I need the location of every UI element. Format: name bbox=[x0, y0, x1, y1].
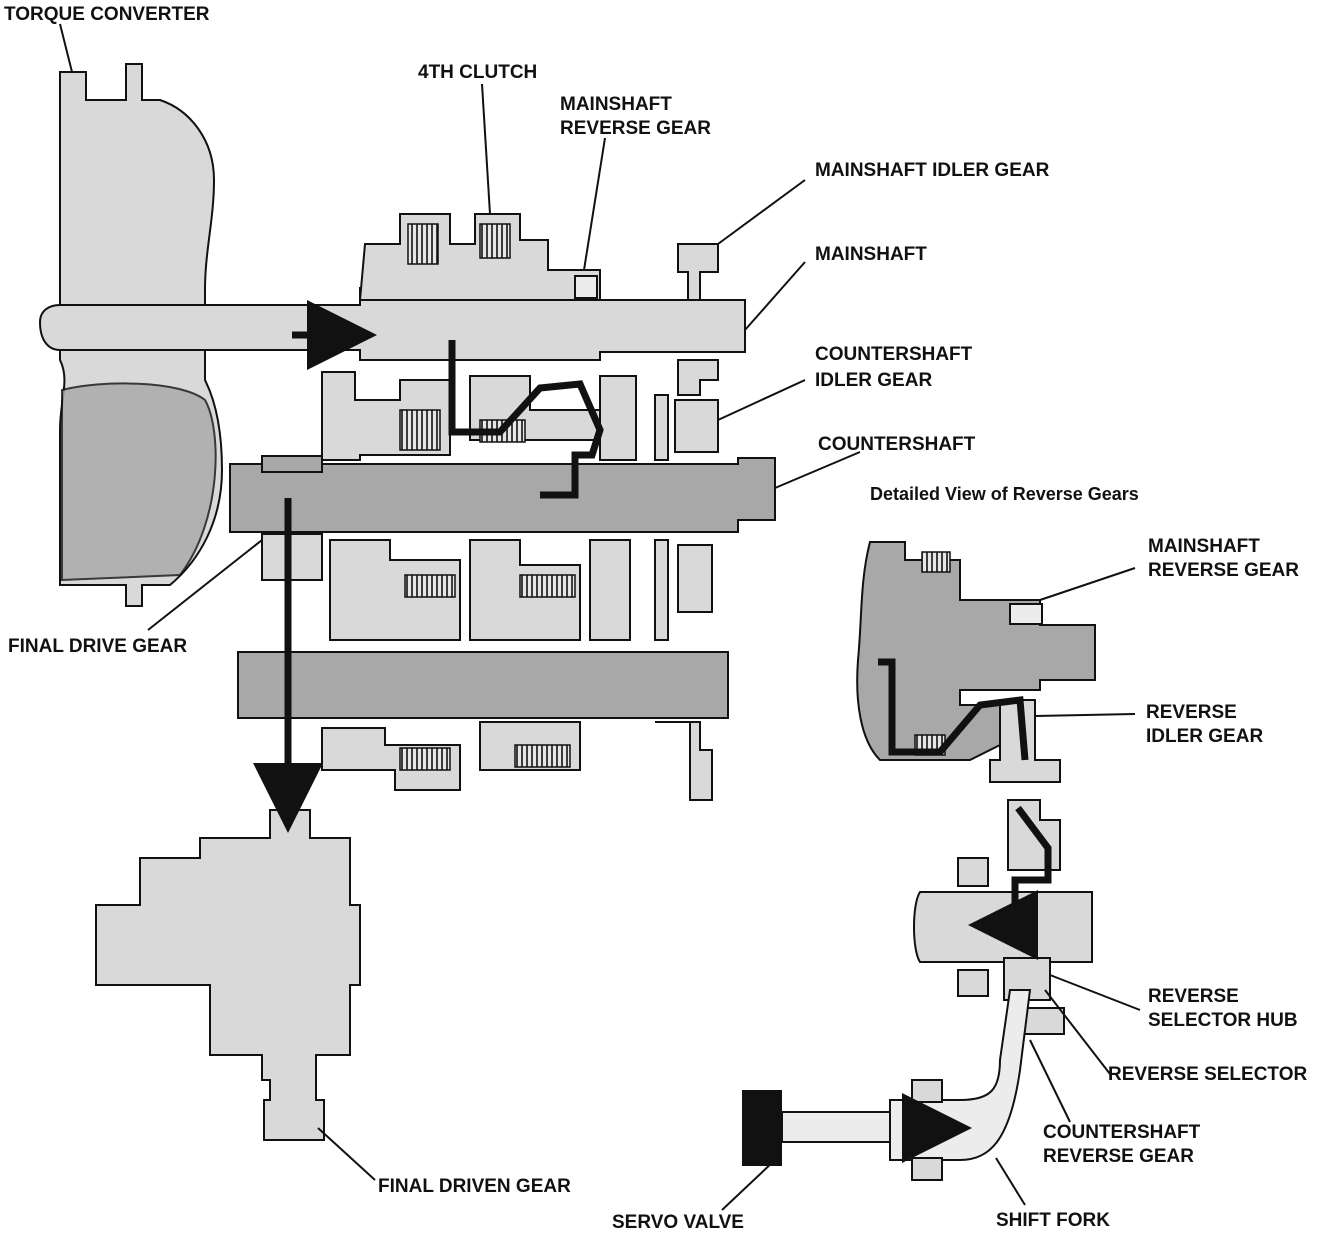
clutch-pack-1 bbox=[407, 223, 439, 265]
label-servo-valve: SERVO VALVE bbox=[612, 1212, 744, 1233]
label-reverse-idler-gear-line2: IDLER GEAR bbox=[1146, 726, 1263, 747]
label-reverse-selector: REVERSE SELECTOR bbox=[1108, 1064, 1307, 1085]
mainshaft-idler-gear bbox=[677, 243, 719, 396]
middle-gear-cluster bbox=[321, 371, 719, 461]
label-reverse-selector-hub-line2: SELECTOR HUB bbox=[1148, 1010, 1298, 1031]
label-countershaft-reverse-gear-line2: REVERSE GEAR bbox=[1043, 1146, 1194, 1167]
leader-lines bbox=[59, 23, 1141, 1211]
label-countershaft: COUNTERSHAFT bbox=[818, 434, 976, 455]
label-final-driven-gear: FINAL DRIVEN GEAR bbox=[378, 1176, 571, 1197]
label-detail-mainshaft-reverse-gear-line2: REVERSE GEAR bbox=[1148, 560, 1299, 581]
label-mainshaft-idler-gear: MAINSHAFT IDLER GEAR bbox=[815, 160, 1050, 181]
labels: TORQUE CONVERTER 4TH CLUTCH MAINSHAFT RE… bbox=[4, 4, 1307, 1233]
label-4th-clutch: 4TH CLUTCH bbox=[418, 62, 537, 83]
label-countershaft-idler-gear-line2: IDLER GEAR bbox=[815, 370, 932, 391]
label-detail-mainshaft-reverse-gear-line1: MAINSHAFT bbox=[1148, 536, 1260, 557]
label-countershaft-idler-gear-line1: COUNTERSHAFT bbox=[815, 344, 973, 365]
secondary-shaft bbox=[237, 651, 729, 801]
upper-gear-cluster bbox=[358, 213, 601, 301]
label-reverse-selector-hub-line1: REVERSE bbox=[1148, 986, 1239, 1007]
mainshaft bbox=[38, 287, 746, 361]
label-mainshaft: MAINSHAFT bbox=[815, 244, 927, 265]
label-torque-converter: TORQUE CONVERTER bbox=[4, 4, 210, 25]
label-shift-fork: SHIFT FORK bbox=[996, 1210, 1110, 1231]
lower-gear-cluster bbox=[261, 533, 713, 641]
label-final-drive-gear: FINAL DRIVE GEAR bbox=[8, 636, 187, 657]
servo-and-shift-fork bbox=[742, 989, 1032, 1181]
countershaft bbox=[229, 455, 776, 533]
detailed-view bbox=[856, 541, 1096, 1035]
final-driven-gear bbox=[95, 809, 361, 1141]
power-flow-path bbox=[253, 300, 604, 833]
servo-valve-body bbox=[742, 1090, 782, 1166]
label-mainshaft-reverse-gear-line2: REVERSE GEAR bbox=[560, 118, 711, 139]
label-detailed-view-title: Detailed View of Reverse Gears bbox=[870, 484, 1139, 504]
label-reverse-idler-gear-line1: REVERSE bbox=[1146, 702, 1237, 723]
label-mainshaft-reverse-gear-line1: MAINSHAFT bbox=[560, 94, 672, 115]
fourth-clutch-pack bbox=[479, 223, 511, 259]
label-countershaft-reverse-gear-line1: COUNTERSHAFT bbox=[1043, 1122, 1201, 1143]
